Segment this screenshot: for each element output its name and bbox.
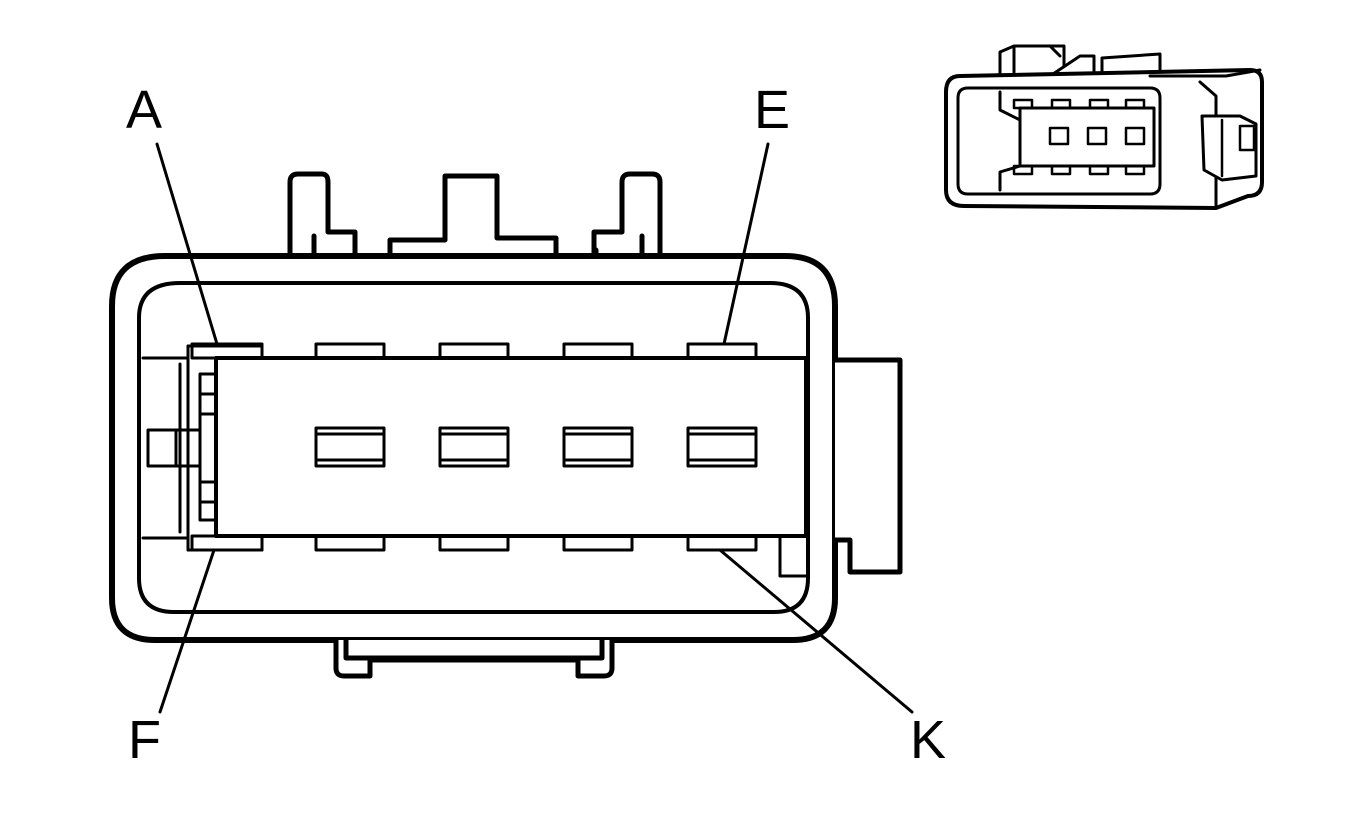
leader-f xyxy=(158,548,216,714)
connector-isometric-view xyxy=(944,44,1264,210)
terminal-c xyxy=(438,342,510,360)
terminal-d xyxy=(562,342,634,360)
inner-cavity xyxy=(137,281,810,614)
terminal-g xyxy=(314,534,386,552)
side-lock xyxy=(832,357,903,575)
terminal-a xyxy=(190,342,264,360)
leader-k xyxy=(718,548,914,714)
terminal-block xyxy=(214,356,808,538)
label-k: K xyxy=(910,710,946,770)
leader-e xyxy=(722,142,770,346)
bottom-key xyxy=(333,637,615,679)
label-a: A xyxy=(126,80,162,140)
top-terminal-row xyxy=(190,342,758,360)
terminal-e xyxy=(686,342,758,360)
terminal-j xyxy=(562,534,634,552)
terminal-f xyxy=(190,534,264,552)
middle-cavities xyxy=(314,426,758,468)
label-e: E xyxy=(754,80,790,140)
leader-a xyxy=(155,142,219,346)
terminal-h xyxy=(438,534,510,552)
label-f: F xyxy=(128,710,161,770)
terminal-b xyxy=(314,342,386,360)
left-latch-detail xyxy=(141,344,218,552)
connector-face-view xyxy=(109,142,914,714)
leader-lines xyxy=(155,142,914,714)
